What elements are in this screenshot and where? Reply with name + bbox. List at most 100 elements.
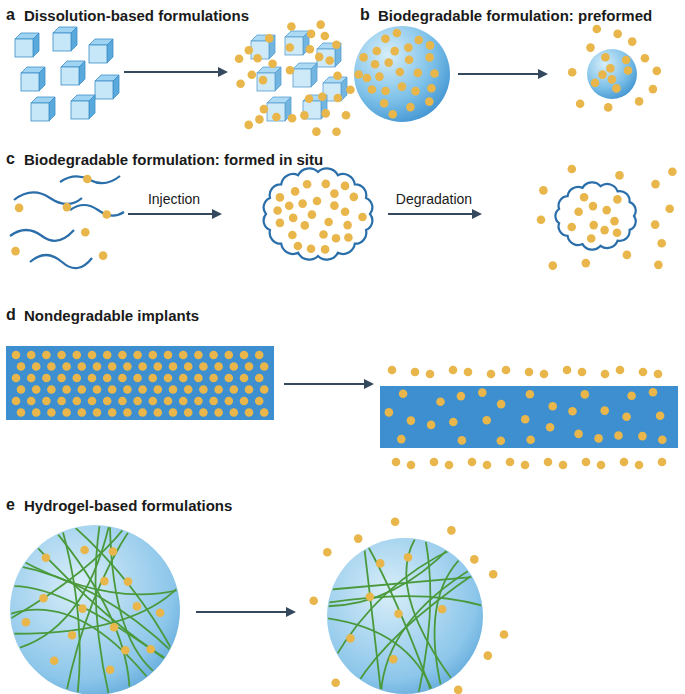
drug-dot: [184, 385, 193, 394]
drug-dot: [80, 546, 89, 555]
drug-dot: [597, 461, 606, 470]
drug-dot: [587, 234, 596, 243]
drug-dot: [103, 351, 112, 360]
drug-dot: [500, 630, 509, 639]
drug-dot: [230, 362, 239, 371]
preformed-figure: [354, 26, 637, 122]
drug-dot: [17, 385, 26, 394]
drug-dot: [108, 408, 117, 417]
drug-dot: [372, 47, 381, 56]
drug-dot: [255, 115, 264, 124]
panel-title: Biodegradable formulation: preformed: [378, 7, 652, 24]
drug-dot: [354, 534, 363, 543]
drug-dot: [537, 216, 546, 225]
drug-dot: [245, 385, 254, 394]
drug-dot: [154, 362, 163, 371]
drug-dot: [164, 351, 173, 360]
drug-dot: [323, 548, 332, 557]
drug-dot: [447, 526, 456, 535]
drug-dot: [658, 435, 667, 444]
drug-dot: [118, 374, 127, 383]
drug-dot: [526, 435, 535, 444]
drug-dot: [375, 72, 384, 81]
drug-dot: [156, 609, 165, 618]
drug-dot: [615, 171, 624, 180]
drug-dot: [17, 362, 26, 371]
drug-dot: [612, 84, 621, 93]
drug-dot: [313, 197, 322, 206]
panel-title: Biodegradable formulation: formed in sit…: [24, 151, 323, 168]
drug-dot: [308, 210, 317, 219]
drug-dot: [392, 458, 401, 467]
panel-letter: d: [6, 306, 16, 324]
drug-dot: [245, 46, 254, 55]
drug-dot: [393, 29, 402, 38]
drug-dot: [259, 76, 268, 85]
drug-dot: [445, 461, 454, 470]
drug-dot: [42, 351, 51, 360]
drug-dot: [346, 634, 355, 643]
drug-dot: [593, 25, 602, 34]
drug-dot: [656, 412, 665, 421]
drug-dot: [404, 43, 413, 52]
drug-dot: [641, 54, 650, 63]
drug-dot: [110, 623, 119, 632]
drug-dot: [635, 461, 644, 470]
drug-dot: [260, 385, 269, 394]
drug-dot: [332, 127, 341, 136]
drug-dot: [581, 390, 590, 399]
drug-dot: [88, 374, 97, 383]
panel-letter: b: [360, 6, 370, 24]
panel-letter: a: [6, 6, 15, 24]
drug-dot: [68, 631, 77, 640]
drug-dot: [458, 436, 467, 445]
drug-dot: [438, 605, 447, 614]
drug-dot: [27, 397, 36, 406]
drug-dot: [497, 436, 506, 445]
drug-dot: [306, 45, 315, 54]
drug-dot: [411, 87, 420, 96]
drug-dot: [230, 385, 239, 394]
drug-dot: [468, 458, 477, 467]
drug-dot: [225, 374, 234, 383]
drug-dot: [300, 111, 309, 120]
drug-dot: [123, 362, 132, 371]
drug-dot: [225, 397, 234, 406]
drug-dot: [93, 385, 102, 394]
drug-dot: [406, 103, 415, 112]
drug-dot: [42, 553, 51, 562]
drug-dot: [385, 408, 394, 417]
drug-dot: [108, 362, 117, 371]
drug-dot: [544, 458, 553, 467]
drug-dot: [397, 435, 406, 444]
drug-dot: [414, 69, 423, 78]
drug-dot: [540, 370, 549, 379]
depot-outline: [264, 168, 373, 259]
drug-dot: [184, 408, 193, 417]
drug-dot: [260, 105, 269, 114]
drug-dot: [50, 657, 59, 666]
drug-dot: [62, 385, 71, 394]
drug-dot: [658, 458, 667, 467]
drug-dot: [312, 127, 321, 136]
drug-dot: [391, 518, 400, 527]
drug-dot: [426, 41, 435, 50]
drug-dot: [563, 366, 572, 375]
drug-dot: [47, 385, 56, 394]
drug-dot: [108, 385, 117, 394]
drug-dot: [88, 351, 97, 360]
drug-dot: [184, 362, 193, 371]
drug-dot: [123, 408, 132, 417]
drug-dot: [103, 397, 112, 406]
drug-dot: [106, 666, 115, 675]
drug-dot: [298, 199, 307, 208]
drug-dot: [332, 41, 341, 50]
drug-dot: [93, 362, 102, 371]
drug-dot: [146, 645, 155, 654]
drug-dot: [287, 22, 296, 31]
drug-dot: [47, 408, 56, 417]
drug-dot: [245, 362, 254, 371]
drug-dot: [653, 67, 662, 76]
drug-dot: [651, 220, 660, 229]
drug-dot: [665, 204, 674, 213]
